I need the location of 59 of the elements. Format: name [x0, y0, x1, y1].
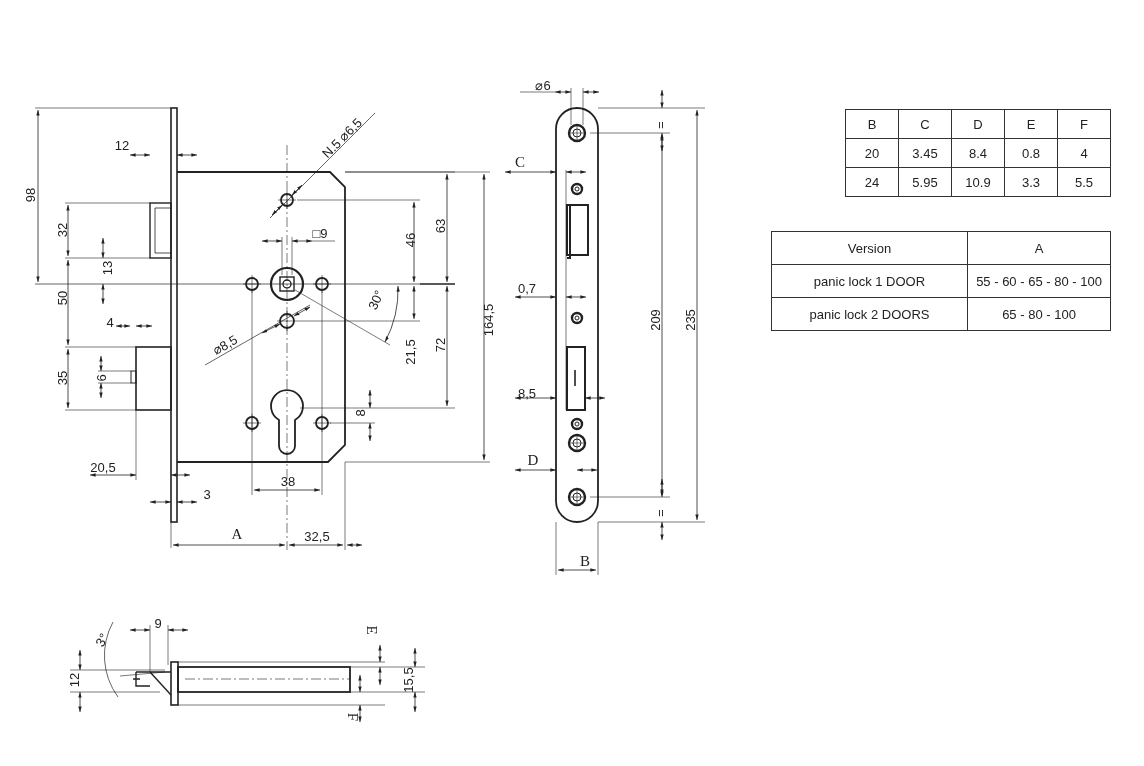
- dimension-text: 72: [433, 337, 447, 353]
- data-cell: 10.9: [951, 167, 1005, 197]
- data-cell: 5.95: [898, 167, 952, 197]
- dimension-text: 3°: [93, 631, 111, 649]
- dimension-text: 35: [55, 370, 69, 386]
- header-cell: A: [967, 231, 1111, 265]
- dimension-text: ⌀8,5: [210, 332, 240, 358]
- dimension-text: 20,5: [90, 460, 116, 474]
- dimension-letter: D: [527, 452, 539, 468]
- dimension-text: =: [654, 121, 668, 129]
- data-cell: 20: [845, 138, 899, 168]
- dimension-text: 6: [94, 374, 108, 382]
- dimension-text: 8,5: [517, 386, 537, 400]
- dimension-letter: E: [363, 625, 379, 635]
- dimension-letter: C: [515, 154, 525, 170]
- data-cell: 3.45: [898, 138, 952, 168]
- dimension-letter: F: [344, 712, 360, 722]
- data-cell: 5.5: [1057, 167, 1111, 197]
- data-cell: 4: [1057, 138, 1111, 168]
- data-cell: 0.8: [1004, 138, 1058, 168]
- dimension-text: 50: [55, 290, 69, 306]
- dimension-text: 3: [203, 487, 211, 501]
- dimension-text: 21,5: [403, 339, 417, 365]
- header-cell: D: [951, 109, 1005, 139]
- dimension-text: 15,5: [401, 667, 415, 693]
- header-cell: C: [898, 109, 952, 139]
- data-cell: panic lock 2 DOORS: [771, 297, 968, 331]
- dimension-text: 9: [154, 616, 162, 630]
- dimension-text: 98: [23, 187, 37, 203]
- dimension-text: □9: [312, 226, 328, 240]
- data-cell: 55 - 60 - 65 - 80 - 100: [967, 264, 1111, 298]
- dimension-text: 164,5: [481, 303, 495, 337]
- dimension-text: 235: [683, 309, 697, 331]
- header-cell: Version: [771, 231, 968, 265]
- header-cell: E: [1004, 109, 1058, 139]
- dimension-text: 46: [403, 232, 417, 248]
- dimension-text: 30°: [365, 288, 387, 312]
- data-cell: panic lock 1 DOOR: [771, 264, 968, 298]
- dimension-text: =: [654, 509, 668, 517]
- data-cell: 3.3: [1004, 167, 1058, 197]
- dimension-text: 8: [353, 409, 367, 417]
- dimension-text: 4: [106, 315, 114, 329]
- dimension-text: 13: [100, 260, 114, 276]
- dimension-letter: B: [580, 553, 590, 569]
- data-cell: 65 - 80 - 100: [967, 297, 1111, 331]
- dimension-text: 38: [280, 474, 296, 488]
- dimension-text: 32: [55, 222, 69, 238]
- dimension-text: 32,5: [304, 529, 330, 543]
- dimension-text: 12: [67, 672, 81, 688]
- data-cell: 8.4: [951, 138, 1005, 168]
- dimension-text: 0,7: [517, 281, 537, 295]
- dimension-text: 209: [648, 309, 662, 331]
- dimension-text: 63: [433, 218, 447, 234]
- dimension-letter: A: [231, 526, 243, 542]
- header-cell: B: [845, 109, 899, 139]
- data-cell: 24: [845, 167, 899, 197]
- dimension-text: 12: [114, 138, 130, 152]
- header-cell: F: [1057, 109, 1111, 139]
- dimension-text: ⌀6: [535, 78, 551, 92]
